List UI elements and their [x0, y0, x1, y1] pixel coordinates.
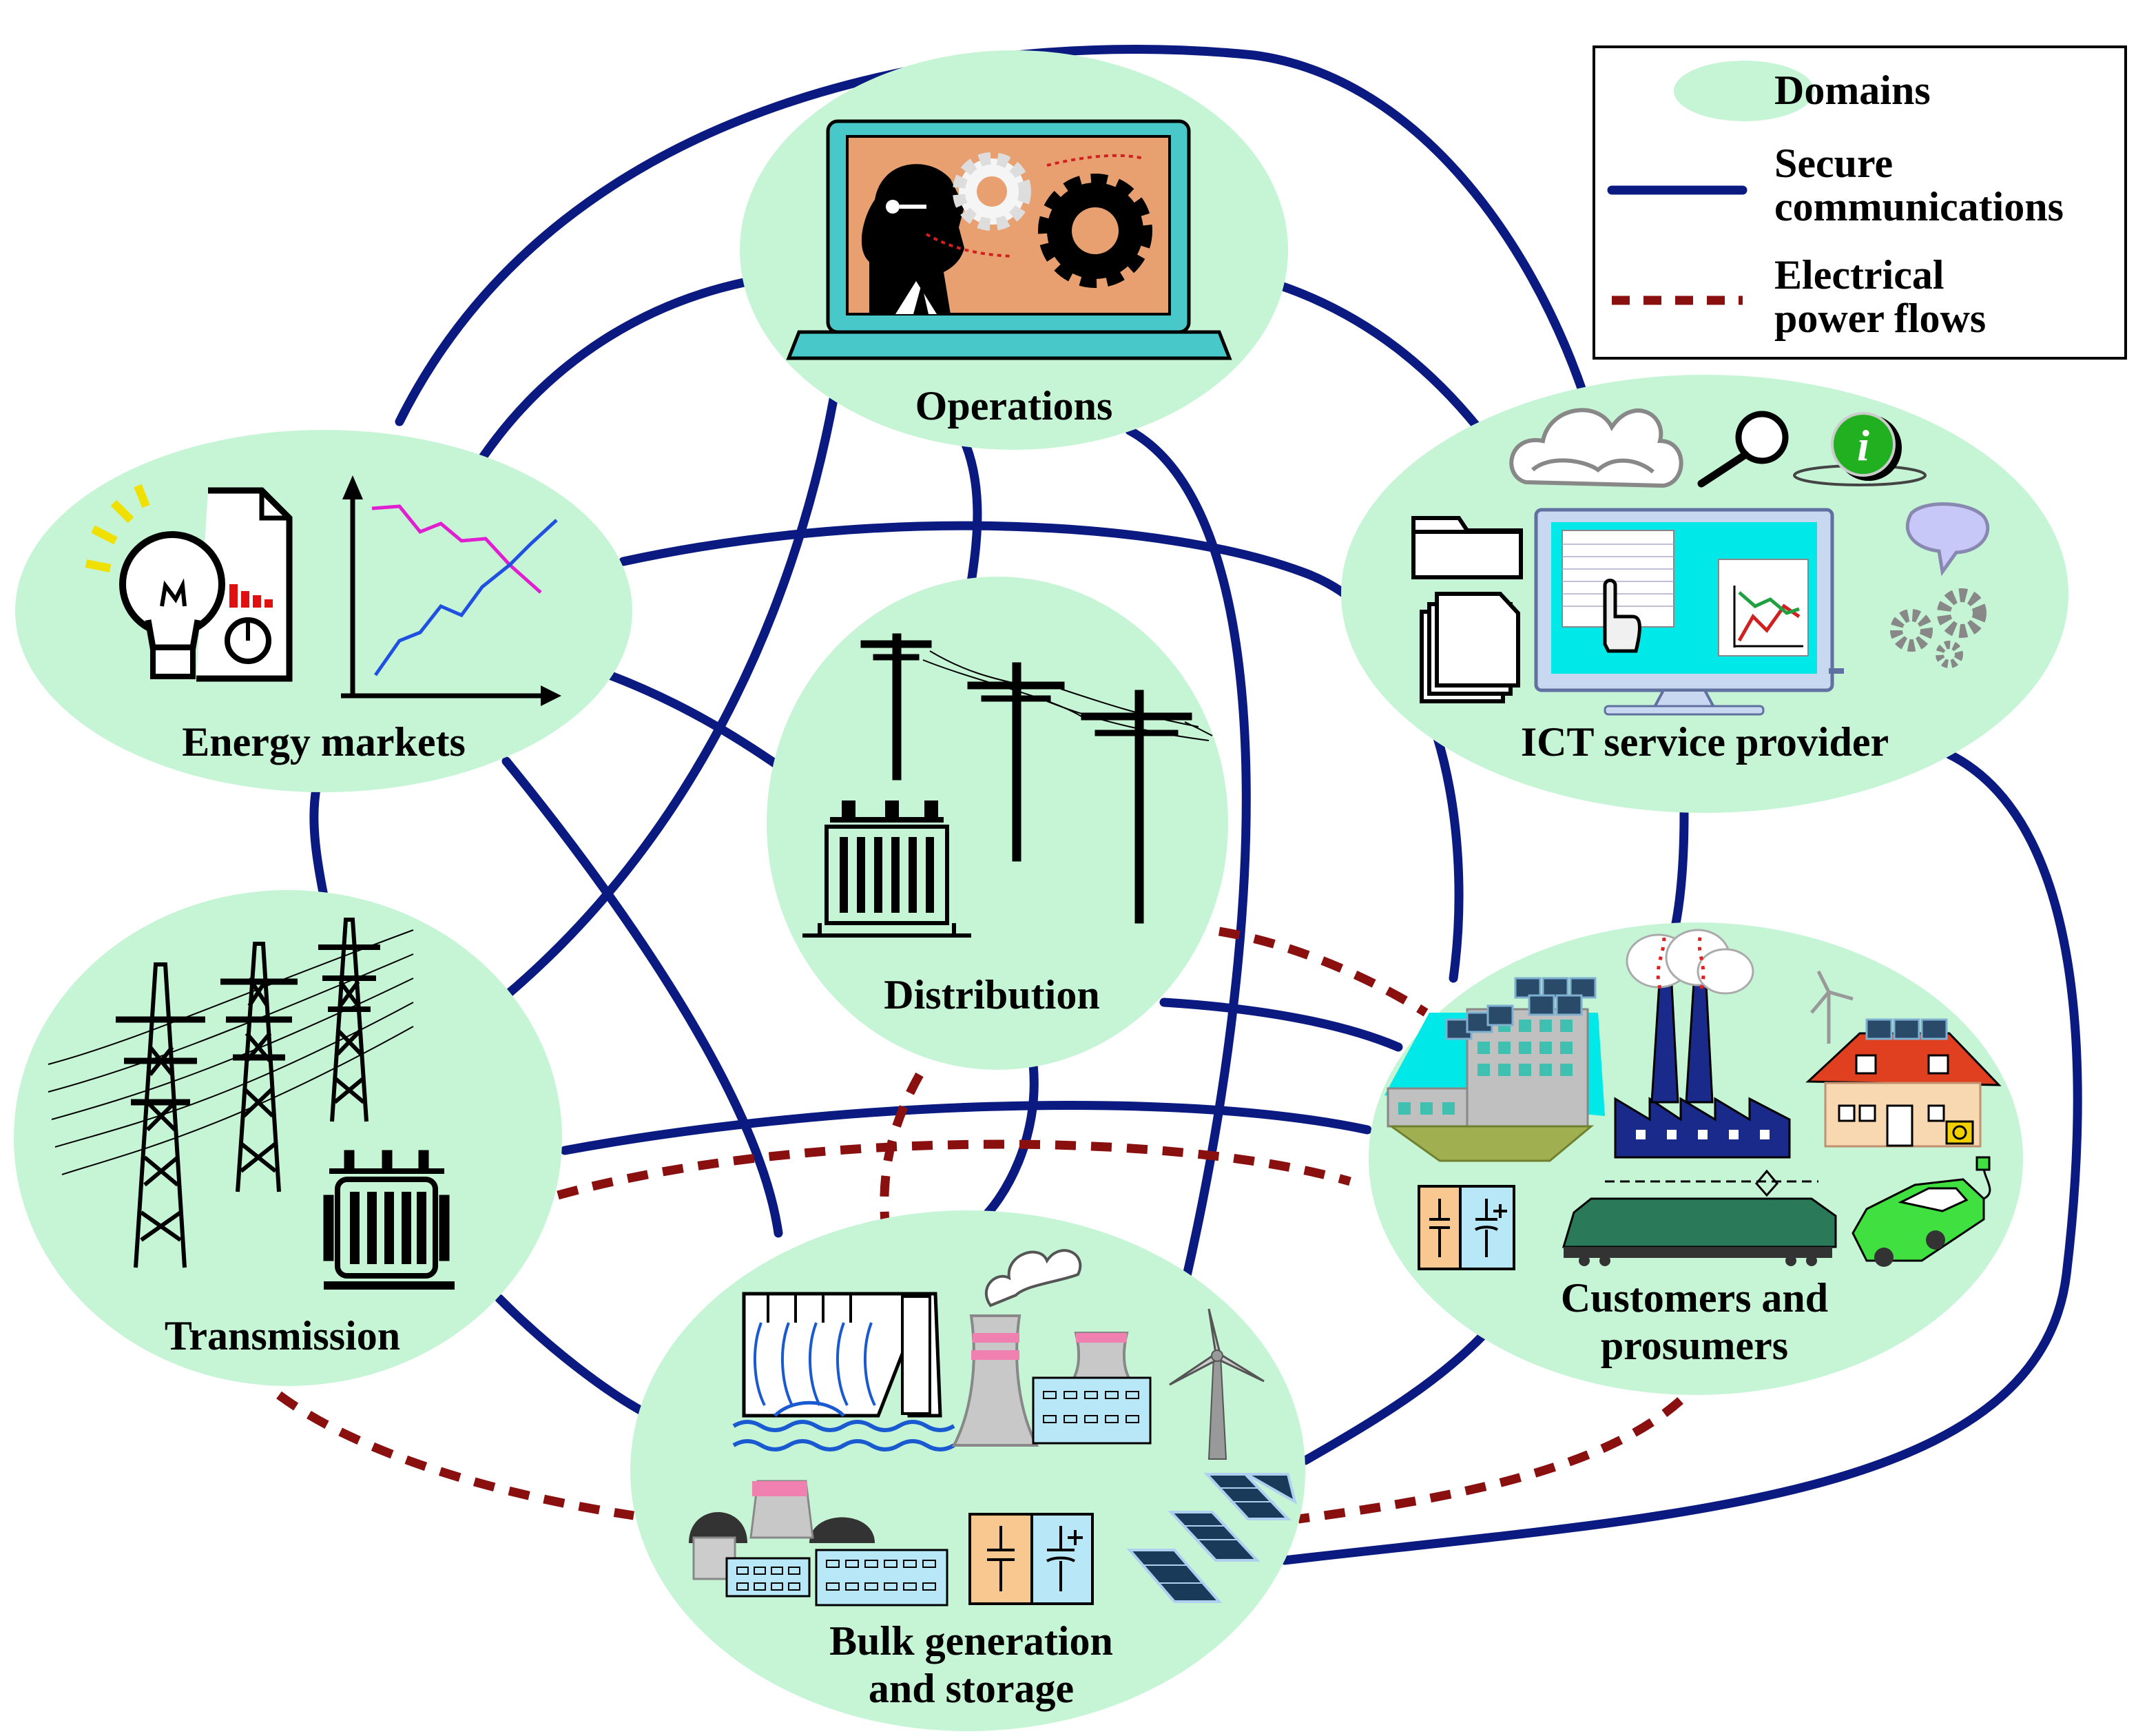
wind-turbine-small: [1810, 970, 1854, 1044]
cooling-tower-icon: [951, 1249, 1152, 1447]
domain-label-bulk: Bulk generation and storage: [785, 1618, 1157, 1713]
legend-secure-line2: communications: [1774, 184, 2064, 229]
link-markets-customers: [619, 521, 1464, 983]
legend: Domains Secure communications Electrical…: [1593, 45, 2127, 360]
domain-label-transmission: Transmission: [164, 1313, 401, 1358]
legend-secure-line1: Secure: [1774, 141, 1894, 186]
chart-icon: [341, 475, 561, 706]
wind-turbine-icon: [1169, 1308, 1265, 1460]
lightbulb-icon: [85, 484, 293, 682]
pylon-3: [318, 918, 380, 1122]
dam-icon: [732, 1292, 955, 1451]
pylon-1: [116, 962, 205, 1268]
legend-electrical-line2: power flows: [1774, 296, 1987, 341]
transformer-icon: [802, 800, 971, 938]
bulk-line1: Bulk generation: [829, 1618, 1113, 1664]
link-operations-markets: [477, 278, 749, 463]
bulk-line2: and storage: [868, 1666, 1075, 1711]
cloud-icon: [1509, 408, 1683, 488]
link-operations-ict: [1276, 281, 1482, 432]
nuclear-plant-icon: [689, 1480, 948, 1606]
pylon-2: [220, 942, 298, 1192]
info-icon: i: [1793, 412, 1927, 486]
gears-icon: [1890, 588, 1987, 668]
domain-label-energy-markets: Energy markets: [182, 719, 466, 765]
domain-label-distribution: Distribution: [884, 972, 1100, 1017]
pylon-icon: [48, 918, 414, 1268]
solar-panel-icon: [1126, 1473, 1298, 1603]
secure-communication-lines: [309, 45, 2082, 1565]
domain-transmission: [14, 890, 562, 1386]
legend-domain-swatch: [1674, 61, 1814, 121]
utility-pole-icon: [860, 633, 1213, 924]
customers-line2: prosumers: [1600, 1323, 1789, 1368]
link-markets-ict-outer: [395, 45, 1589, 426]
speech-bubble-icon: [1905, 502, 1990, 577]
laptop-icon: [786, 119, 1232, 360]
electric-car-icon: [1852, 1156, 1991, 1267]
link-transmission-bulk: [495, 1294, 649, 1417]
flow-distribution-bulk: [880, 1072, 924, 1223]
storage-icon-bulk: [968, 1513, 1094, 1605]
flow-customers-bulk: [1298, 1372, 1709, 1524]
svg-text:i: i: [1857, 421, 1869, 470]
link-operations-transmission: [501, 395, 838, 1000]
customers-line1: Customers and: [1560, 1275, 1829, 1321]
link-customers-bulk: [1300, 1318, 1500, 1465]
legend-secure-label: Secure communications: [1774, 142, 2064, 229]
legend-domains-label: Domains: [1774, 68, 1931, 113]
flow-transmission-bulk: [276, 1391, 634, 1520]
domain-label-ict: ICT service provider: [1520, 719, 1889, 765]
magnifier-icon: [1697, 411, 1789, 488]
factory-icon: [1614, 929, 1791, 1159]
link-operations-distribution: [953, 422, 982, 587]
link-transmission-customers: [560, 1100, 1372, 1155]
legend-swatches: [1607, 61, 1814, 305]
electrical-power-flows: [276, 927, 1709, 1524]
link-ict-bulk: [1280, 750, 2082, 1565]
domain-label-operations: Operations: [915, 383, 1113, 428]
building-icon: [1384, 977, 1605, 1162]
flow-transmission-customers: [557, 1139, 1351, 1200]
domain-label-customers: Customers and prosumers: [1508, 1274, 1880, 1370]
storage-icon: [1418, 1185, 1515, 1270]
transformer-icon-transmission: [323, 1150, 455, 1290]
legend-electrical-line1: Electrical: [1774, 252, 1944, 298]
folder-icon: [1411, 516, 1523, 579]
domain-distribution: [767, 577, 1228, 1070]
link-markets-bulk: [501, 756, 783, 1238]
legend-electrical-label: Electrical power flows: [1774, 254, 1986, 340]
documents-icon: [1420, 592, 1520, 703]
link-ict-customers: [1669, 808, 1689, 938]
link-markets-transmission: [309, 781, 329, 900]
monitor-icon: [1534, 508, 1844, 716]
train-icon: [1562, 1169, 1837, 1266]
link-distribution-customers: [1159, 998, 1403, 1052]
domain-energy-markets: [15, 430, 632, 792]
link-markets-distribution: [605, 670, 787, 773]
flow-distribution-customers: [1218, 927, 1429, 1017]
house-icon: [1805, 970, 2002, 1148]
